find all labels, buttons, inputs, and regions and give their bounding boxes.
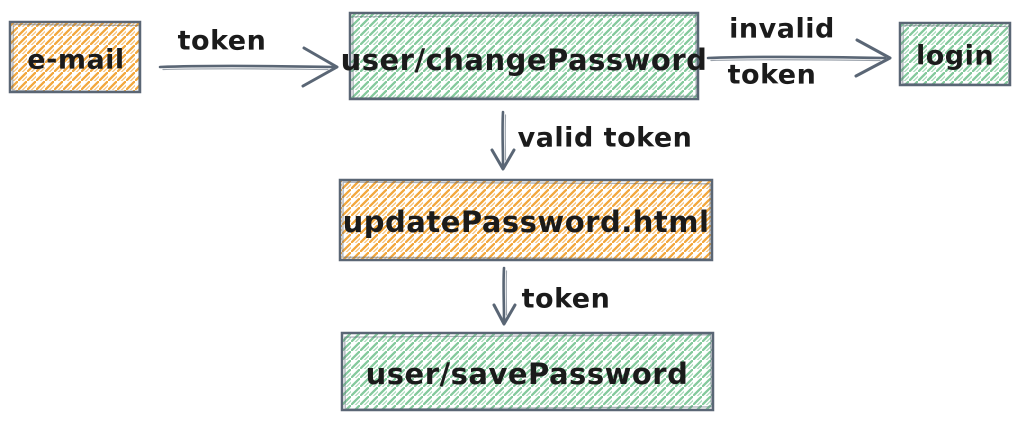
node-email: e-mail — [8, 20, 142, 94]
edge-label-invalid: invalid — [729, 14, 835, 45]
arrow-head-down-icon — [492, 303, 517, 326]
update-password-box — [338, 178, 714, 262]
change-password-box — [348, 11, 700, 101]
node-save-password: user/savePassword — [340, 331, 715, 412]
arrow-shaft-sketch — [710, 59, 881, 62]
arrow-shaft — [158, 64, 335, 69]
email-box-sketch — [12, 23, 140, 93]
email-label: e-mail — [27, 45, 124, 76]
change-password-box-sketch — [352, 14, 697, 99]
edge-label-token: token — [522, 284, 611, 315]
arrow-head-down-icon — [490, 148, 516, 171]
save-password-box-sketch — [344, 334, 712, 410]
edge-change-password-to-update-password: valid token — [490, 110, 693, 171]
edge-change-password-to-login: invalid token — [706, 14, 892, 91]
email-box — [8, 20, 142, 94]
edge-label-valid-token: valid token — [518, 123, 693, 154]
edge-update-password-to-save-password: token — [492, 266, 611, 326]
login-box — [898, 21, 1012, 87]
node-login: login — [898, 21, 1012, 87]
update-password-box-sketch — [342, 181, 711, 260]
edge-label-token: token — [728, 60, 817, 91]
save-password-label: user/savePassword — [366, 357, 689, 391]
edge-label-token: token — [178, 26, 267, 57]
login-label: login — [916, 41, 994, 72]
change-password-label: user/changePassword — [341, 43, 708, 77]
arrow-shaft-sketch — [162, 68, 329, 71]
update-password-label: updatePassword.html — [343, 205, 710, 239]
save-password-box — [340, 331, 715, 412]
node-update-password: updatePassword.html — [338, 178, 714, 262]
login-box-sketch — [902, 24, 1010, 86]
node-change-password: user/changePassword — [341, 11, 708, 101]
arrow-head-right-icon — [301, 46, 339, 88]
edge-email-to-change-password: token — [158, 26, 339, 88]
arrow-shaft — [706, 55, 887, 60]
arrow-head-right-icon — [854, 38, 892, 78]
